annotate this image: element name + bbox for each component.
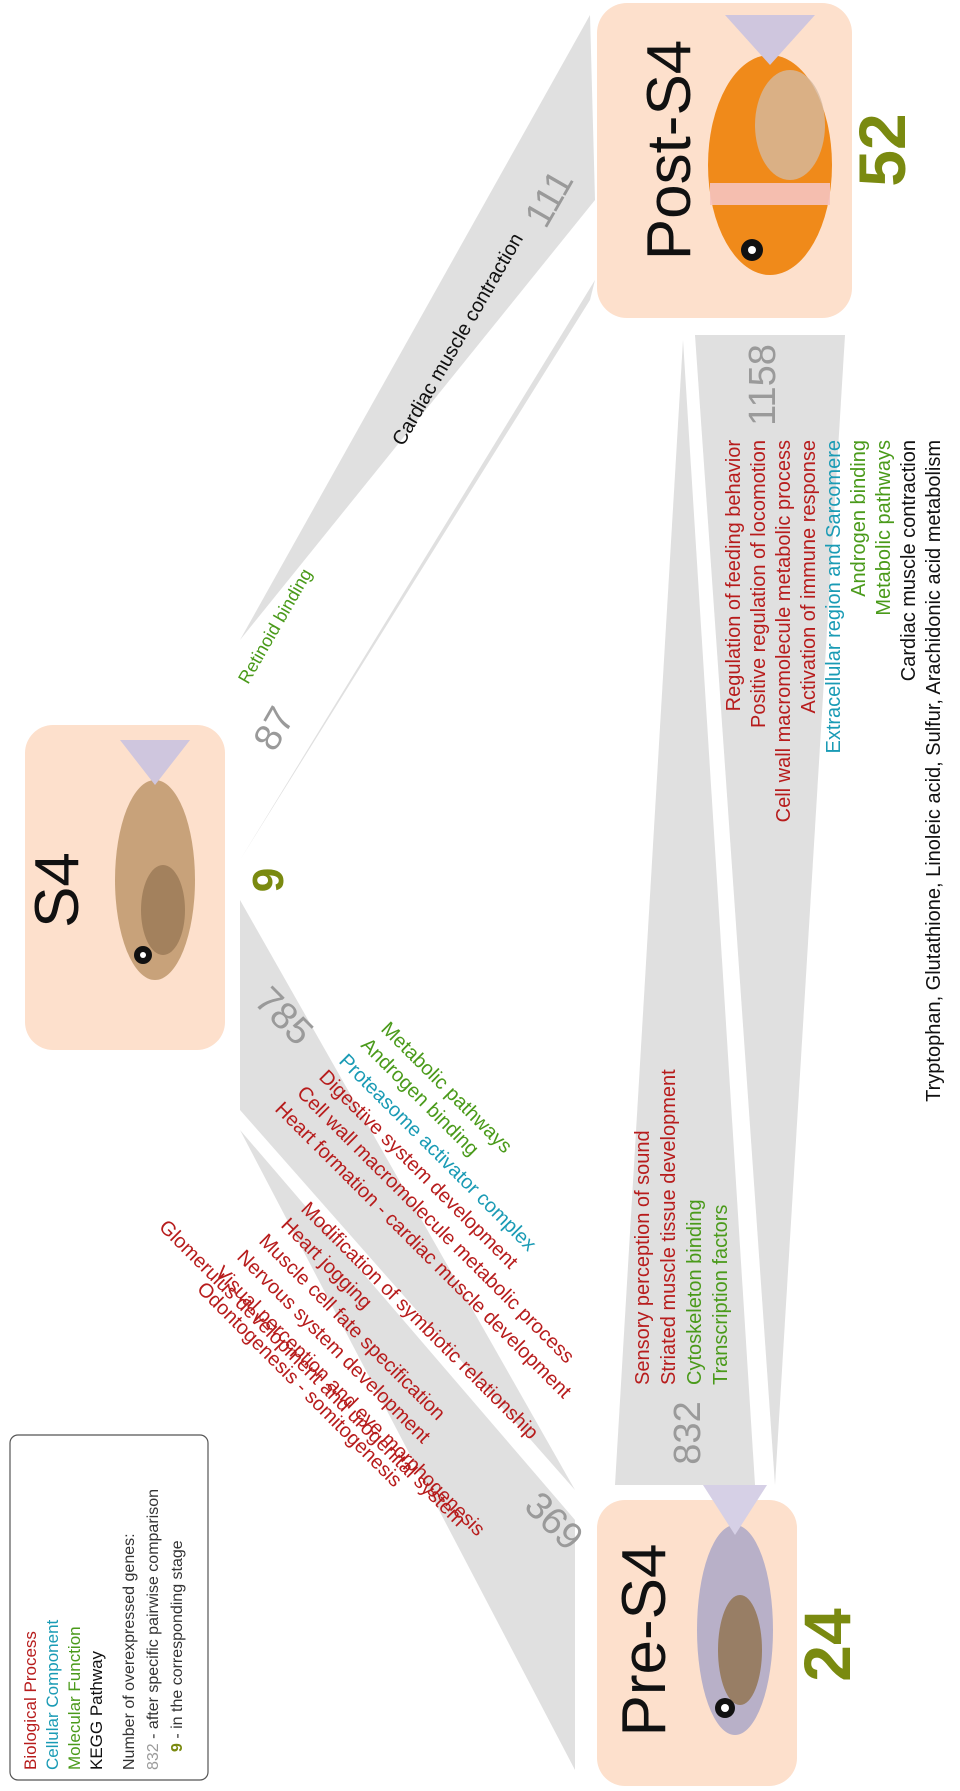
term-list-item: Regulation of feeding behavior: [723, 440, 745, 712]
wedge-s4-pre-lower: [240, 1130, 575, 1770]
legend-overexpressed-title: Number of overexpressed genes:: [121, 1533, 138, 1770]
legend-kegg-pathway: KEGG Pathway: [87, 1650, 106, 1770]
legend-cellular-component: Cellular Component: [43, 1619, 62, 1770]
wedge-s4-post-upper: [240, 15, 595, 640]
wedge-post-pre-left: [615, 340, 755, 1485]
stage-label: Post-S4: [635, 40, 704, 261]
term-list-item: Cardiac muscle contraction: [898, 440, 920, 681]
legend-pairwise-text: - after specific pairwise comparison: [145, 1489, 162, 1743]
stage-counts: 9 52 24: [244, 113, 919, 1681]
term-list-item: Cytoskeleton binding: [684, 1199, 706, 1385]
legend-biological-process: Biological Process: [21, 1631, 40, 1770]
fish-icon: [708, 15, 832, 275]
stage-pre-s4: Pre-S4: [597, 1485, 797, 1786]
fish-icon: [697, 1485, 773, 1735]
post-over-pre-terms: Regulation of feeding behavior Positive …: [723, 440, 945, 1102]
legend-molecular-function: Molecular Function: [65, 1626, 84, 1770]
legend-stage-number: 9: [169, 1743, 186, 1752]
stage-count-post: 52: [845, 113, 919, 186]
pre-over-post-terms: Sensory perception of sound Striated mus…: [632, 1069, 732, 1385]
term-list-item: Positive regulation of locomotion: [748, 440, 770, 728]
term-list-item: Striated muscle tissue development: [658, 1069, 680, 1385]
stage-post-s4: Post-S4: [597, 3, 852, 318]
term-list-item: Androgen binding: [848, 440, 870, 597]
comparison-count-1158: 1158: [742, 344, 784, 426]
term-list-item: Activation of immune response: [798, 440, 820, 713]
term-list-item: Extracellular region and Sarcomere: [823, 440, 845, 754]
stage-s4: S4: [23, 725, 225, 1050]
wedge-s4-pre-upper: [240, 900, 575, 1490]
legend-box: [9, 1434, 209, 1781]
legend-pairwise: 832 - after specific pairwise comparison: [145, 1489, 162, 1770]
term-list-item: Transcription factors: [710, 1205, 732, 1385]
term-list-item: Sensory perception of sound: [632, 1130, 654, 1385]
stage-count-s4: 9: [244, 868, 293, 892]
comparison-count-87: 87: [246, 700, 304, 758]
term-list-item: Tryptophan, Glutathione, Linoleic acid, …: [923, 440, 945, 1102]
fish-icon: [115, 740, 195, 980]
comparison-wedges: [240, 15, 845, 1770]
legend: Biological Process Cellular Component Mo…: [9, 1434, 209, 1781]
legend-stage: 9 - in the corresponding stage: [169, 1540, 186, 1752]
wedge-s4-post-lower: [240, 280, 595, 860]
stage-label: S4: [23, 852, 92, 928]
term-list-item: Metabolic pathways: [873, 440, 895, 616]
legend-pairwise-number: 832: [145, 1743, 162, 1770]
stage-label: Pre-S4: [610, 1544, 679, 1737]
stage-count-pre: 24: [790, 1608, 864, 1682]
wedge-post-pre-right: [695, 335, 845, 1485]
comparison-count-832: 832: [667, 1401, 709, 1464]
term-list-item: Cell wall macromolecule metabolic proces…: [773, 440, 795, 822]
legend-stage-text: - in the corresponding stage: [169, 1540, 186, 1743]
